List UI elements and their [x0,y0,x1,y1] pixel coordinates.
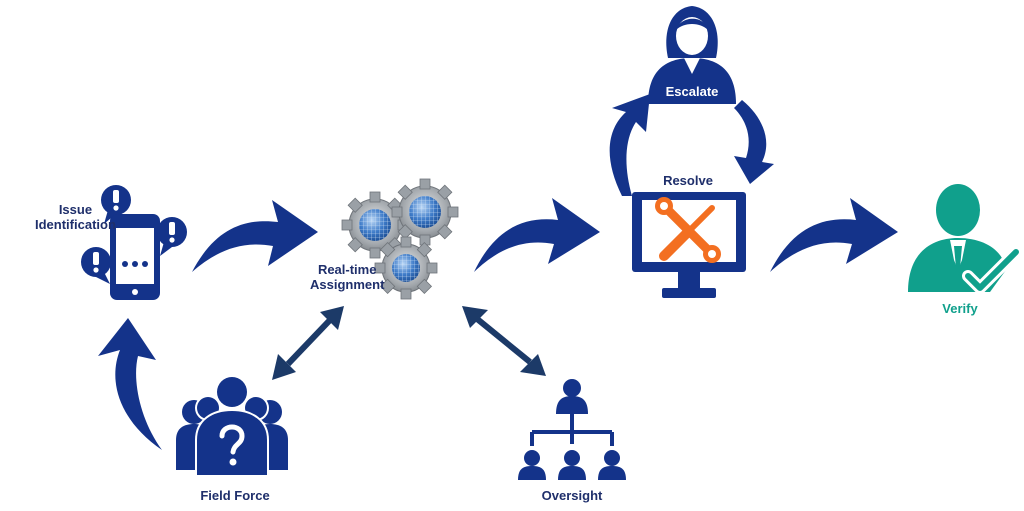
flow-arrow-resolve-to-verify [770,198,898,272]
monitor-tools-icon [632,192,746,298]
org-chart-icon [518,379,626,480]
verify-person-icon [908,184,1022,294]
label-resolve: Resolve [663,173,713,188]
label-assignment-line1: Real-time [317,262,377,277]
label-escalate: Escalate [665,84,719,99]
double-arrow-assignment-fieldforce [272,306,344,380]
flow-arrow-fieldforce-to-issue [98,318,162,450]
double-arrow-assignment-oversight [462,306,546,376]
flow-arrow-resolve-to-escalate [609,94,650,196]
label-field-force: Field Force [200,488,270,503]
label-verify: Verify [942,301,978,316]
label-issue-line2: Identification [35,217,116,232]
flow-arrow-assignment-to-resolve [474,198,600,272]
gears-globe-icon [341,178,459,300]
label-oversight: Oversight [541,488,603,503]
mobile-alert-icon [81,185,187,300]
label-assignment-line2: Assignment [310,277,385,292]
screwdriver-icon [659,205,715,261]
label-issue-line1: Issue [58,202,93,217]
escalate-person-icon [648,6,736,104]
label-issue-identification: Issue Identification [35,202,116,232]
field-force-group-icon [176,375,288,477]
label-assignment: Real-time Assignment [310,262,384,292]
flow-arrow-escalate-to-resolve [734,100,774,184]
flow-arrow-issue-to-assignment [192,200,318,272]
